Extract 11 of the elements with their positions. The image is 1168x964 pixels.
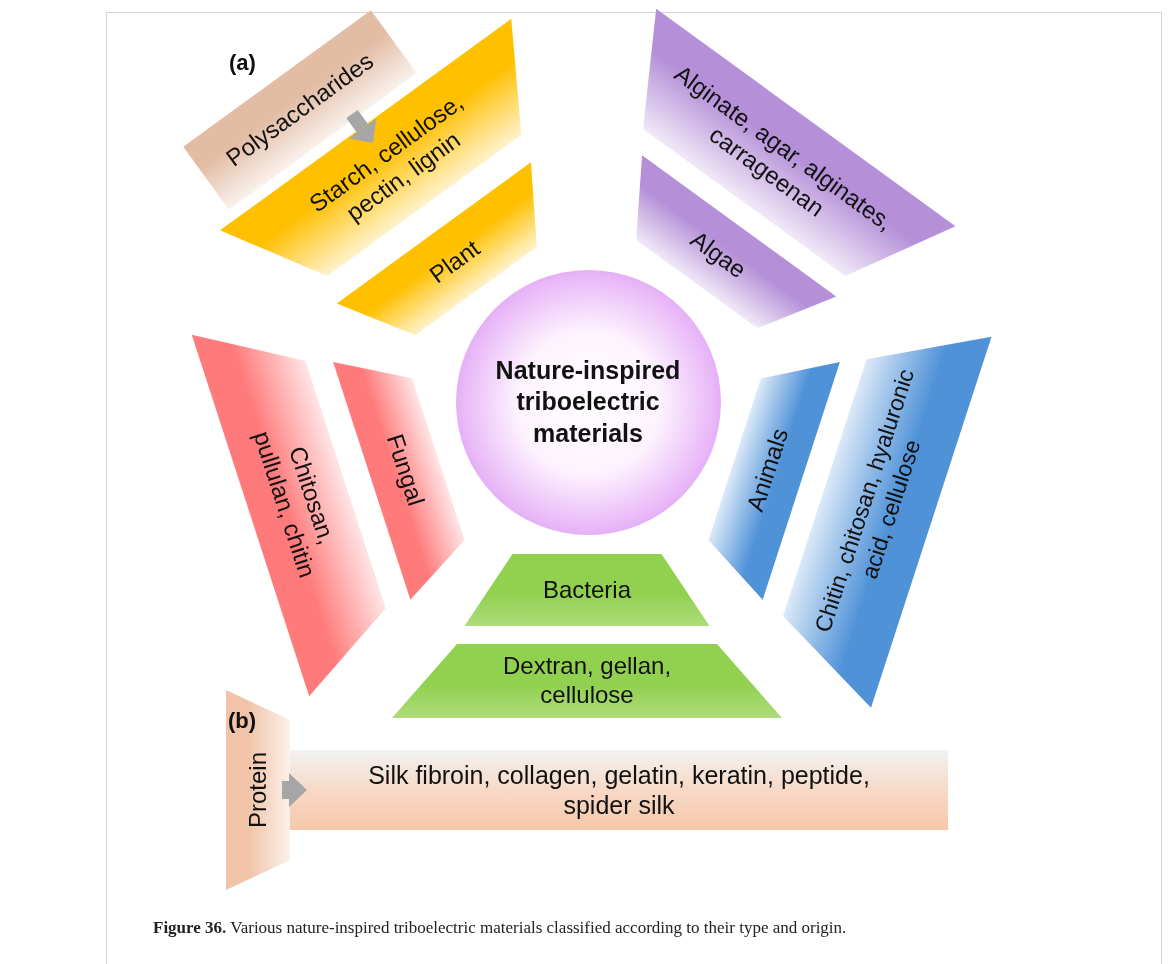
block-arrow [282,773,307,807]
band-label: Silk fibroin, collagen, gelatin, keratin, peptide, spider silk [367,760,871,820]
block-arrow [346,109,377,143]
band-label: Protein [243,752,272,829]
circle-label: Nature-inspired triboelectric materials [495,355,681,449]
banner-box [290,750,948,830]
band-label: Fungal [379,430,431,510]
band-label: Bacteria [543,575,631,605]
panel-label: (b) [228,708,257,734]
band-label: Animals [741,424,795,516]
figure-caption: Figure 36. Various nature-inspired triboelectric materials classified according to their type and origin. [153,918,847,938]
